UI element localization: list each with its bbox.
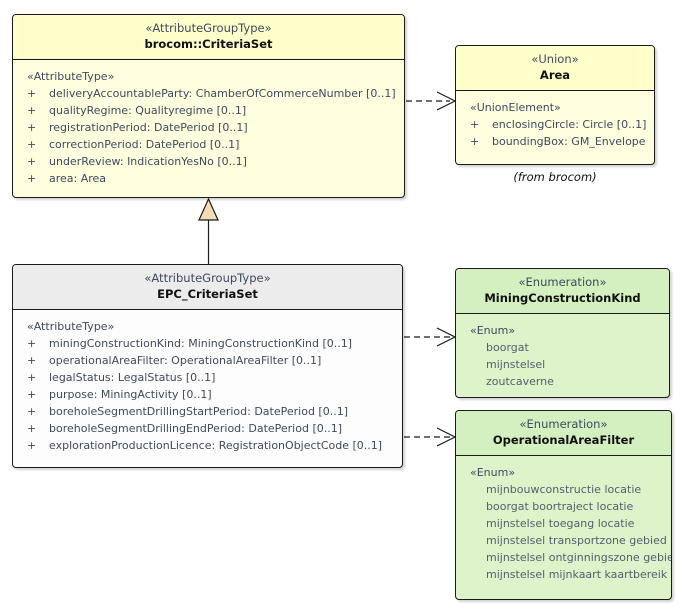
enum-value: mijnstelsel toegang locatie bbox=[486, 517, 635, 530]
enum-value: mijnstelsel bbox=[486, 358, 546, 371]
visibility-marker: + bbox=[470, 135, 480, 148]
attribute-row: + explorationProductionLicence: Registrat… bbox=[13, 437, 402, 454]
dependency-epc-to-miningconstructionkind bbox=[404, 327, 457, 347]
visibility-marker: + bbox=[470, 118, 480, 131]
visibility-marker: + bbox=[27, 405, 37, 418]
class-box-area[interactable]: «Union» Area «UnionElement» + enclosingCi… bbox=[455, 45, 655, 165]
enum-stereotype: «Enumeration» bbox=[519, 417, 608, 431]
enum-box-miningconstructionkind[interactable]: «Enumeration» MiningConstructionKind «En… bbox=[455, 268, 670, 398]
visibility-marker: + bbox=[27, 104, 37, 117]
class-name: EPC_CriteriaSet bbox=[157, 287, 258, 301]
attribute-text: boreholeSegmentDrillingEndPeriod: DatePe… bbox=[49, 422, 343, 435]
enum-group-label: «Enum» bbox=[470, 466, 516, 479]
attribute-row: + operationalAreaFilter: OperationalAreaF… bbox=[13, 352, 402, 369]
class-attributes-compartment: «AttributeType» + deliveryAccountablePart… bbox=[13, 60, 404, 194]
attribute-row: + purpose: MiningActivity [0..1] bbox=[13, 386, 402, 403]
enum-value: mijnstelsel ontginningszone gebied bbox=[486, 551, 672, 564]
attribute-row: + underReview: IndicationYesNo [0..1] bbox=[13, 153, 404, 170]
enum-value: mijnstelsel transportzone gebied bbox=[486, 534, 667, 547]
attribute-text: legalStatus: LegalStatus [0..1] bbox=[49, 371, 216, 384]
visibility-marker: + bbox=[27, 422, 37, 435]
class-stereotype: «Union» bbox=[531, 52, 579, 66]
attribute-group-label: «AttributeType» bbox=[27, 70, 115, 83]
enum-stereotype: «Enumeration» bbox=[518, 275, 607, 289]
attribute-row: + boreholeSegmentDrillingEndPeriod: DateP… bbox=[13, 420, 402, 437]
attribute-row: + miningConstructionKind: MiningConstruct… bbox=[13, 335, 402, 352]
visibility-marker: + bbox=[27, 354, 37, 367]
attribute-text: underReview: IndicationYesNo [0..1] bbox=[49, 155, 247, 168]
class-attributes-compartment: «UnionElement» + enclosingCircle: Circle … bbox=[456, 91, 654, 157]
class-box-epc-criteriaset[interactable]: «AttributeGroupType» EPC_CriteriaSet «At… bbox=[12, 264, 403, 468]
visibility-marker: + bbox=[27, 121, 37, 134]
visibility-marker: + bbox=[27, 172, 37, 185]
enum-value: boorgat bbox=[486, 341, 529, 354]
visibility-marker: + bbox=[27, 439, 37, 452]
class-name: brocom::CriteriaSet bbox=[144, 37, 273, 51]
visibility-marker: + bbox=[27, 388, 37, 401]
area-package-caption: (from brocom) bbox=[513, 170, 597, 184]
attribute-row: + enclosingCircle: Circle [0..1] bbox=[456, 116, 654, 133]
attribute-row: + correctionPeriod: DatePeriod [0..1] bbox=[13, 136, 404, 153]
enum-box-operationalareafilter[interactable]: «Enumeration» OperationalAreaFilter «Enu… bbox=[455, 410, 672, 600]
class-header-area: «Union» Area bbox=[456, 46, 654, 91]
class-stereotype: «AttributeGroupType» bbox=[144, 271, 271, 285]
enum-value: zoutcaverne bbox=[486, 375, 554, 388]
visibility-marker: + bbox=[27, 371, 37, 384]
attribute-text: enclosingCircle: Circle [0..1] bbox=[492, 118, 647, 131]
generalization-epc-to-criteriaset bbox=[198, 197, 219, 264]
visibility-marker: + bbox=[27, 138, 37, 151]
attribute-text: boreholeSegmentDrillingStartPeriod: Date… bbox=[49, 405, 348, 418]
dependency-epc-to-operationalareafilter bbox=[404, 427, 457, 447]
attribute-text: deliveryAccountableParty: ChamberOfComme… bbox=[49, 87, 396, 100]
enum-header-miningconstructionkind: «Enumeration» MiningConstructionKind bbox=[456, 269, 669, 314]
attribute-row: + deliveryAccountableParty: ChamberOfComm… bbox=[13, 85, 404, 102]
class-name: Area bbox=[539, 68, 571, 82]
attribute-group-label: «AttributeType» bbox=[27, 320, 115, 333]
attribute-text: qualityRegime: Qualityregime [0..1] bbox=[49, 104, 247, 117]
attribute-row: + registrationPeriod: DatePeriod [0..1] bbox=[13, 119, 404, 136]
enum-values-compartment: «Enum» mijnbouwconstructie locatie boorg… bbox=[456, 456, 671, 590]
enum-name: OperationalAreaFilter bbox=[492, 433, 635, 447]
visibility-marker: + bbox=[27, 87, 37, 100]
attribute-group-label: «UnionElement» bbox=[470, 101, 561, 114]
enum-group-label: «Enum» bbox=[470, 324, 516, 337]
attribute-text: operationalAreaFilter: OperationalAreaFi… bbox=[49, 354, 322, 367]
attribute-text: correctionPeriod: DatePeriod [0..1] bbox=[49, 138, 240, 151]
attribute-row: + boundingBox: GM_Envelope bbox=[456, 133, 654, 150]
enum-value: mijnbouwconstructie locatie bbox=[486, 483, 642, 496]
enum-name: MiningConstructionKind bbox=[484, 291, 641, 305]
attribute-text: miningConstructionKind: MiningConstructi… bbox=[49, 337, 353, 350]
dependency-criteriaset-to-area bbox=[406, 91, 457, 111]
enum-value: boorgat boortraject locatie bbox=[486, 500, 634, 513]
class-header-criteriaset: «AttributeGroupType» brocom::CriteriaSet bbox=[13, 15, 404, 60]
class-attributes-compartment: «AttributeType» + miningConstructionKind:… bbox=[13, 310, 402, 461]
attribute-text: purpose: MiningActivity [0..1] bbox=[49, 388, 212, 401]
class-stereotype: «AttributeGroupType» bbox=[145, 21, 272, 35]
visibility-marker: + bbox=[27, 155, 37, 168]
attribute-row: + area: Area bbox=[13, 170, 404, 187]
attribute-text: boundingBox: GM_Envelope bbox=[492, 135, 646, 148]
attribute-row: + boreholeSegmentDrillingStartPeriod: Dat… bbox=[13, 403, 402, 420]
attribute-text: area: Area bbox=[49, 172, 107, 185]
class-box-criteriaset[interactable]: «AttributeGroupType» brocom::CriteriaSet… bbox=[12, 14, 405, 198]
class-header-epc-criteriaset: «AttributeGroupType» EPC_CriteriaSet bbox=[13, 265, 402, 310]
attribute-row: + qualityRegime: Qualityregime [0..1] bbox=[13, 102, 404, 119]
attribute-text: explorationProductionLicence: Registrati… bbox=[49, 439, 383, 452]
visibility-marker: + bbox=[27, 337, 37, 350]
enum-header-operationalareafilter: «Enumeration» OperationalAreaFilter bbox=[456, 411, 671, 456]
enum-values-compartment: «Enum» boorgat mijnstelsel zoutcaverne bbox=[456, 314, 669, 397]
attribute-text: registrationPeriod: DatePeriod [0..1] bbox=[49, 121, 248, 134]
enum-value: mijnstelsel mijnkaart kaartbereik bbox=[486, 568, 668, 581]
attribute-row: + legalStatus: LegalStatus [0..1] bbox=[13, 369, 402, 386]
